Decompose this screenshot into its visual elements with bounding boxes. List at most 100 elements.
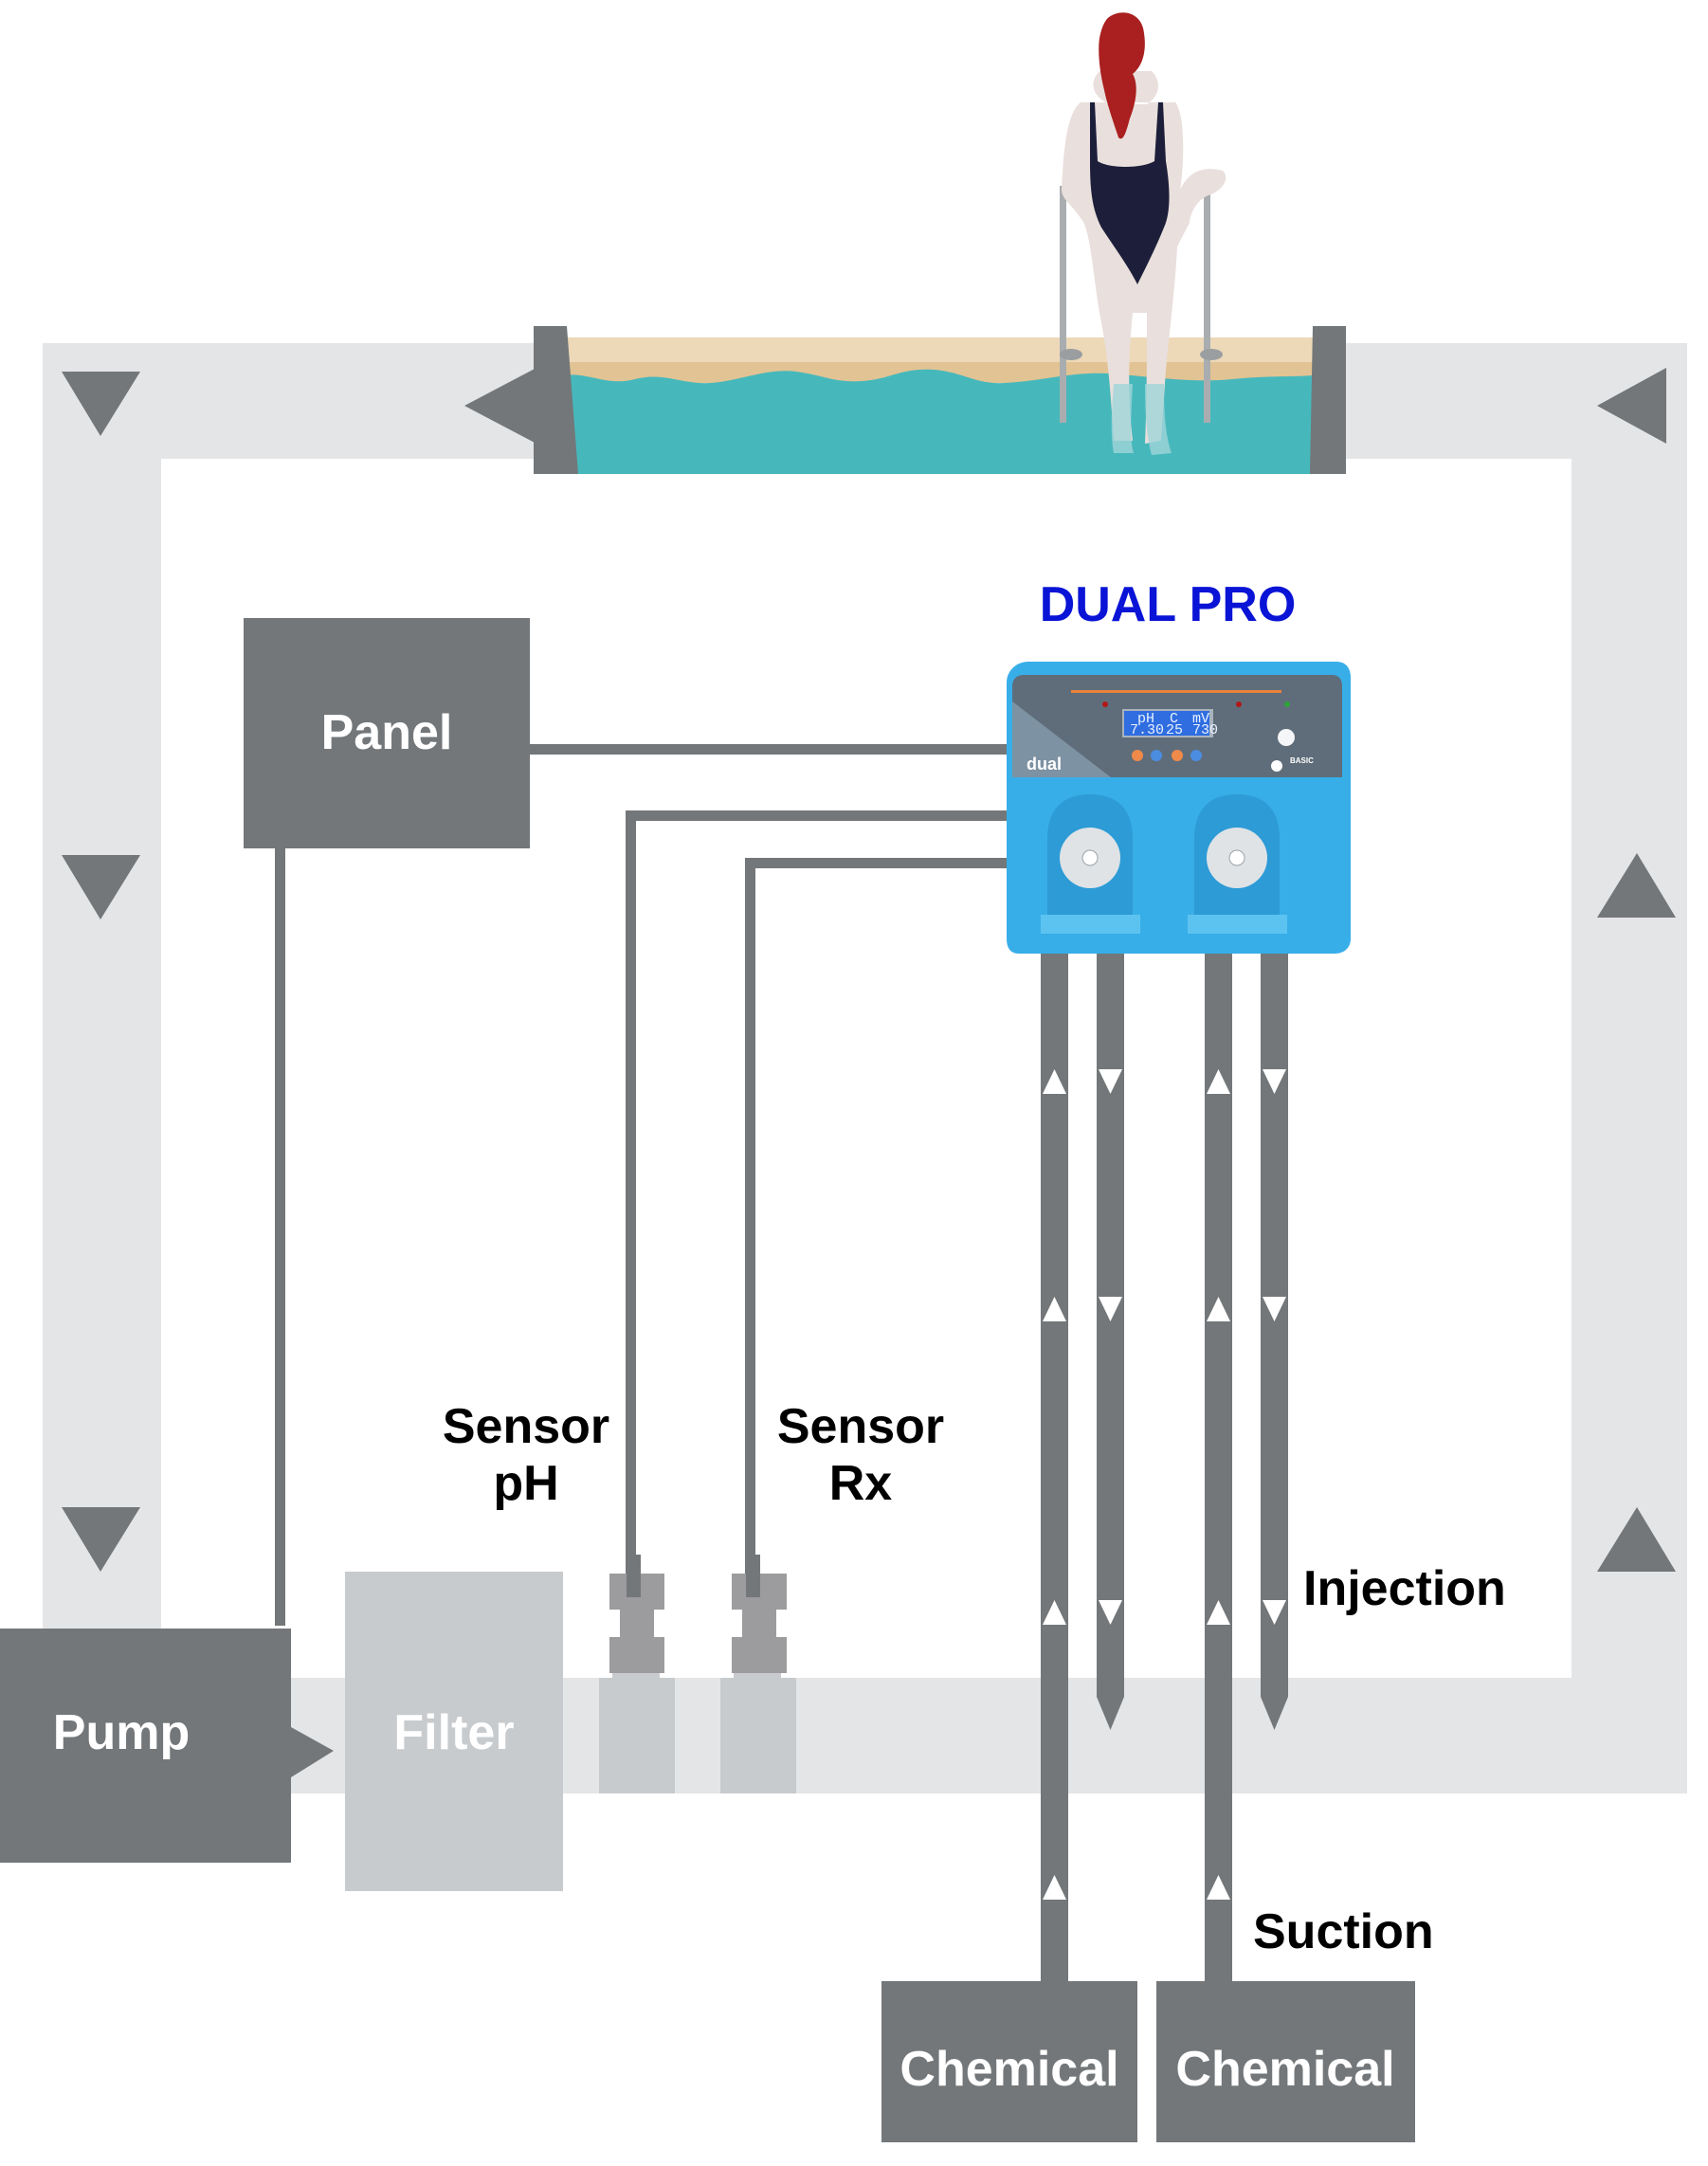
ladder-rail-right [1204, 180, 1210, 423]
cable-ph-vertical [626, 810, 636, 1597]
pool-water [564, 369, 1313, 474]
device-button-4[interactable] [1190, 750, 1202, 761]
lcd-header-mv: mV [1192, 711, 1209, 727]
lcd-screen [1124, 711, 1209, 736]
chemical-1-label: Chemical [899, 2042, 1118, 2097]
pump-outlet-arrow-icon [291, 1727, 334, 1777]
arrow-down-icon [1263, 1297, 1286, 1321]
injection-line-2 [1261, 954, 1288, 1730]
chemical-2-label: Chemical [1175, 2042, 1394, 2097]
arrow-down-icon [62, 372, 140, 436]
led-red-right [1236, 701, 1242, 707]
arrow-up-icon [1597, 1507, 1676, 1572]
suction-line-1 [1041, 954, 1068, 1981]
probe-nut-mid [742, 1610, 776, 1638]
suction-line-2 [1205, 954, 1232, 1981]
sensor-ph-label-line2: pH [493, 1456, 558, 1511]
cable-rx-horizontal [745, 858, 1007, 868]
arrow-down-icon [1263, 1069, 1286, 1094]
panel-box [244, 618, 530, 848]
arrow-up-icon [1207, 1600, 1230, 1625]
ladder-rail-left [1060, 186, 1066, 423]
device-power-button[interactable] [1278, 729, 1295, 746]
swimmer-hair [1099, 12, 1145, 139]
probe-neck [612, 1673, 660, 1697]
pool-sand-top [564, 337, 1313, 362]
injection-line-1 [1097, 954, 1124, 1730]
arrow-down-icon [1099, 1297, 1122, 1321]
device-badge: BASIC [1290, 756, 1314, 765]
chemical-box [1156, 1981, 1415, 2142]
lcd-header-ph: pH [1137, 711, 1154, 727]
probe-neck [734, 1673, 781, 1697]
pool-wall-left [534, 326, 578, 474]
filter-box [345, 1572, 563, 1891]
cable-ph-horizontal [626, 810, 1007, 821]
arrow-down-icon [1099, 1069, 1122, 1094]
sensor-ph-probe [599, 1555, 675, 1793]
device-button-2[interactable] [1151, 750, 1162, 761]
arrow-up-icon [1207, 1069, 1230, 1094]
device-cover-shade [1012, 701, 1111, 777]
probe-cable [746, 1555, 760, 1597]
arrow-up-icon [1043, 1875, 1066, 1900]
probe-nut-lower [732, 1637, 787, 1673]
peristaltic-pump-head-1 [1041, 794, 1140, 934]
arrow-left-icon [464, 368, 536, 444]
sensor-cables [626, 810, 1007, 1597]
device-brand: dual [1027, 755, 1062, 774]
lcd-value-temp: 25 [1166, 722, 1183, 738]
arrow-up-icon [1043, 1069, 1066, 1094]
sensor-rx-probe [720, 1555, 796, 1793]
probe-nut-lower [609, 1637, 664, 1673]
arrow-left-icon [1597, 368, 1666, 444]
pump-rotor-hub [1081, 849, 1099, 866]
cable-rx-vertical [745, 858, 755, 1597]
suction-label: Suction [1253, 1904, 1434, 1959]
sensor-ph-label-line1: Sensor [443, 1399, 609, 1454]
device-accent-line [1071, 690, 1281, 693]
pump-rotor-hub [1228, 849, 1245, 866]
filter: Filter [345, 1572, 563, 1891]
device-button-1[interactable] [1132, 750, 1143, 761]
probe-nut-mid [620, 1610, 654, 1638]
peristaltic-pump-head-2 [1188, 794, 1287, 934]
injection-tip [1261, 1697, 1288, 1730]
probe-cable [627, 1555, 641, 1597]
lcd-value-mv: 730 [1192, 722, 1218, 738]
arrow-down-icon [62, 855, 140, 919]
control-panel: Panel [244, 618, 1007, 1626]
cable-panel-device [530, 744, 1007, 755]
circulation-pump: Pump [0, 1629, 334, 1863]
arrow-up-icon [1043, 1600, 1066, 1625]
device-title: DUAL PRO [1040, 577, 1297, 632]
filter-label: Filter [393, 1705, 514, 1760]
check-icon [1271, 760, 1282, 772]
tube [1205, 954, 1232, 1981]
panel-label: Panel [321, 705, 453, 760]
arrow-up-icon [1597, 853, 1676, 918]
pump-clamp [1041, 915, 1140, 934]
pool-wall-right [1310, 326, 1346, 474]
chemical-tank-2: Chemical [1156, 1981, 1415, 2142]
pipe-right [1572, 343, 1687, 1793]
pump-clamp [1188, 915, 1287, 934]
led-red-left [1102, 701, 1108, 707]
dosing-lines [1041, 954, 1288, 1981]
device-button-3[interactable] [1172, 750, 1183, 761]
injection-tip [1097, 1697, 1124, 1730]
pool [534, 326, 1346, 474]
injection-label: Injection [1303, 1561, 1506, 1616]
pump-box [0, 1629, 291, 1863]
cable-panel-pump [275, 848, 285, 1626]
arrow-up-icon [1207, 1875, 1230, 1900]
tube [1261, 954, 1288, 1697]
swimmer-illustration [1060, 12, 1226, 455]
sensor-rx-label-line2: Rx [829, 1456, 893, 1511]
dual-pro-device: pH C mV 7.30 25 730 dual BASIC [1007, 662, 1351, 954]
arrow-down-icon [1263, 1600, 1286, 1625]
arrow-up-icon [1207, 1297, 1230, 1321]
tube [1097, 954, 1124, 1697]
arrow-down-icon [1099, 1600, 1122, 1625]
chemical-tank-1: Chemical [881, 1981, 1137, 2142]
